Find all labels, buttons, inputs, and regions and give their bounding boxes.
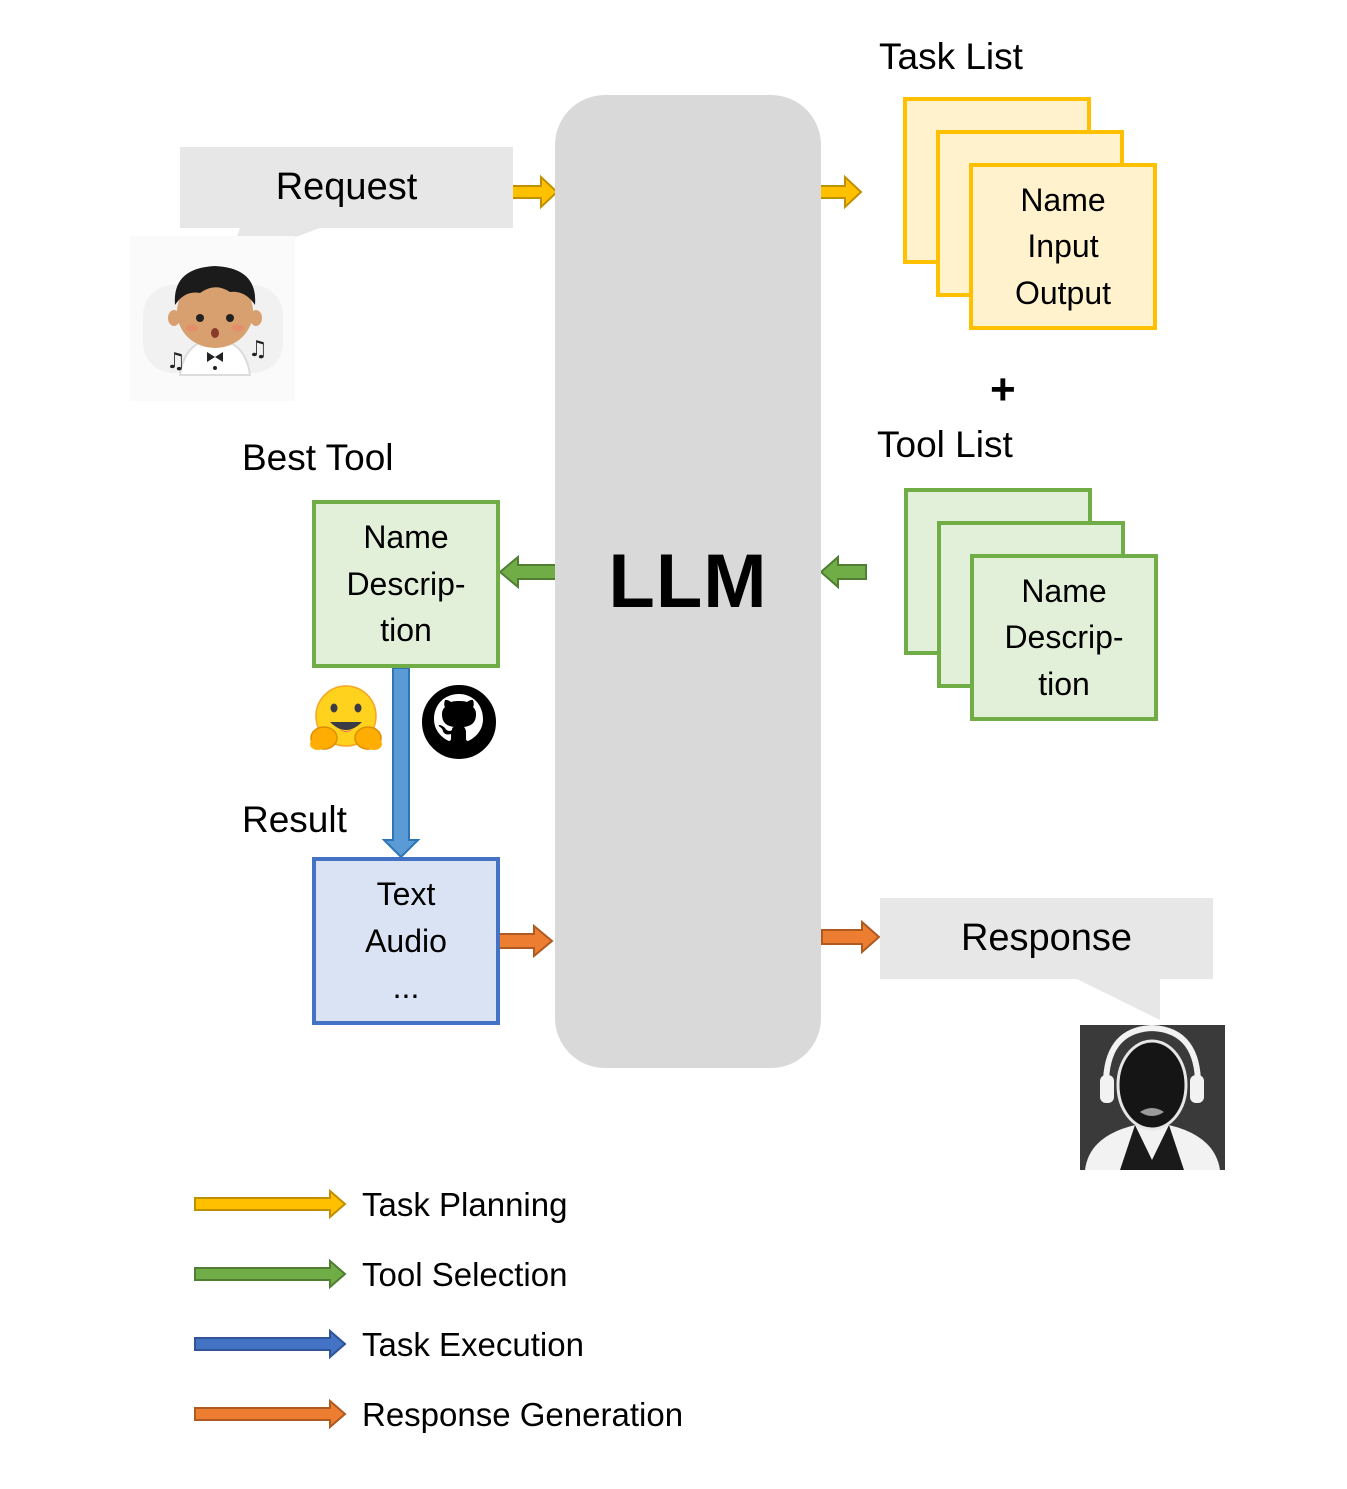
- child-avatar-icon: ♫ ♫: [130, 236, 295, 401]
- task-list-title: Task List: [879, 36, 1023, 77]
- svg-text:♫: ♫: [166, 349, 186, 374]
- result-title: Result: [242, 799, 347, 840]
- legend-arrow-task-planning: [194, 1188, 347, 1220]
- github-icon: [422, 685, 496, 759]
- legend-arrow-response-generation: [194, 1398, 347, 1430]
- llm-to-best-tool-arrow: [498, 554, 557, 590]
- legend-label-tool-selection: Tool Selection: [362, 1256, 568, 1293]
- result-to-llm-arrow: [493, 923, 554, 959]
- result-field-audio: Audio: [365, 922, 447, 959]
- tool-list-to-llm-arrow: [819, 554, 867, 590]
- headset-assistant-icon: [1080, 1024, 1225, 1170]
- llm-block: LLM: [555, 95, 821, 1068]
- legend-arrow-task-execution: [194, 1328, 347, 1360]
- task-field-name: Name: [1020, 181, 1106, 218]
- best-tool-title: Best Tool: [242, 437, 394, 478]
- tool-list-title: Tool List: [877, 424, 1013, 465]
- result-field-more: ...: [392, 969, 420, 1006]
- best-tool-field-name: Name: [363, 519, 449, 556]
- best-tool-field-descrip: Descrip-: [346, 565, 466, 602]
- tool-field-tion: tion: [1038, 665, 1090, 702]
- response-bubble-tail: [1075, 978, 1160, 1020]
- result-field-text: Text: [376, 876, 436, 913]
- request-label: Request: [275, 166, 418, 208]
- task-field-output: Output: [1014, 274, 1112, 311]
- llm-label: LLM: [608, 539, 768, 624]
- hugging-face-icon: [310, 685, 382, 750]
- request-bubble: Request: [180, 147, 513, 228]
- legend-label-response-generation: Response Generation: [362, 1396, 684, 1433]
- llm-to-task-list-arrow: [815, 174, 863, 210]
- svg-text:♫: ♫: [248, 337, 268, 362]
- task-field-input: Input: [1027, 228, 1099, 265]
- best-tool-field-tion: tion: [380, 612, 432, 649]
- legend-arrow-tool-selection: [194, 1258, 347, 1290]
- task-card-front: Name Input Output: [969, 163, 1157, 330]
- tool-card-front: Name Descrip- tion: [970, 554, 1158, 721]
- result-card: Text Audio ...: [312, 857, 500, 1025]
- best-tool-card: Name Descrip- tion: [312, 500, 500, 668]
- response-bubble: Response: [880, 898, 1213, 979]
- legend-label-task-execution: Task Execution: [362, 1326, 584, 1363]
- plus-sign: +: [990, 365, 1016, 414]
- best-tool-to-result-arrow: [381, 667, 421, 859]
- llm-to-response-arrow: [821, 919, 881, 955]
- tool-field-name: Name: [1021, 572, 1107, 609]
- request-to-llm-arrow: [511, 174, 559, 210]
- legend-label-task-planning: Task Planning: [362, 1186, 568, 1223]
- response-label: Response: [960, 917, 1133, 959]
- tool-field-descrip: Descrip-: [1004, 619, 1124, 656]
